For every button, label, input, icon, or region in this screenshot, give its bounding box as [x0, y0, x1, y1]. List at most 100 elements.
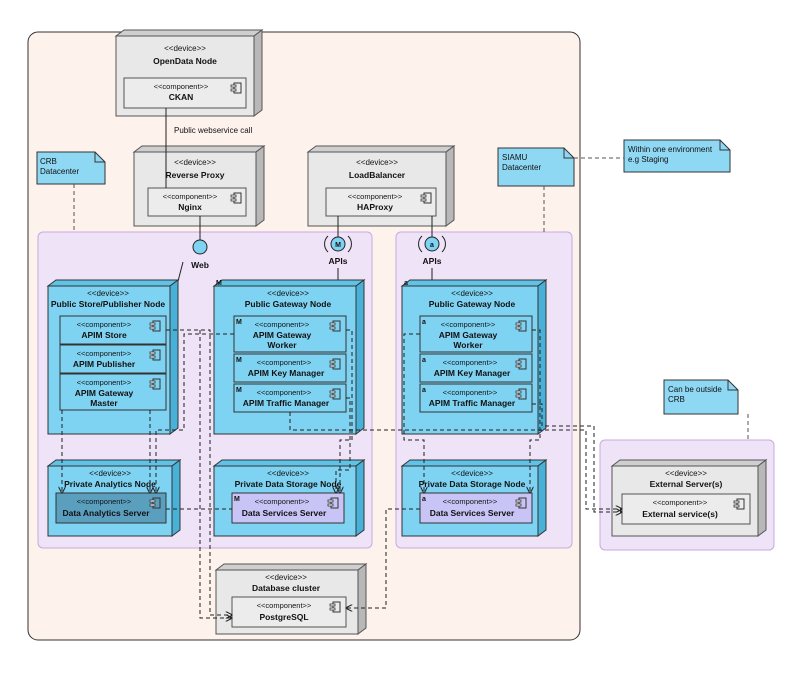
- svg-text:M: M: [234, 496, 240, 503]
- gateway-m-stereotype: <<device>>: [267, 289, 309, 298]
- component-icon: [515, 358, 527, 370]
- nginx-label: Nginx: [178, 202, 202, 212]
- note-crb-line2: Datacenter: [40, 167, 79, 176]
- svg-text:<<component>>: <<component>>: [257, 601, 312, 610]
- gateway-a-name: Public Gateway Node: [429, 299, 516, 309]
- database-cluster-node: <<device>> Database cluster <<component>…: [214, 563, 368, 635]
- note-crb: CRB Datacenter: [36, 151, 106, 185]
- svg-text:<<component>>: <<component>>: [77, 497, 132, 506]
- store-name: Public Store/Publisher Node: [51, 299, 166, 309]
- ckan-component: [123, 77, 247, 109]
- reverse-proxy-node: <<device>> Reverse Proxy <<component>> N…: [132, 145, 266, 227]
- apis-a-mark: a: [430, 242, 434, 249]
- gateway-a-worker-line2: Worker: [453, 340, 483, 350]
- web-interface-label: Web: [191, 260, 209, 270]
- apim-gateway-master-line2: Master: [90, 398, 118, 408]
- component-icon: [149, 497, 161, 509]
- note-env-line1: Within one environment: [628, 145, 713, 154]
- component-icon: [329, 601, 341, 613]
- component-icon: [515, 388, 527, 400]
- note-environment: Within one environment e.g Staging: [623, 139, 731, 173]
- note-siamu-line1: SIAMU: [502, 153, 528, 162]
- gateway-a-traffic-component: [419, 383, 533, 413]
- note-env-line2: e.g Staging: [628, 155, 668, 164]
- svg-text:a: a: [422, 319, 426, 326]
- external-stereotype: <<device>>: [665, 469, 707, 478]
- load-balancer-stereotype: <<device>>: [356, 158, 398, 167]
- ckan-label: CKAN: [169, 92, 194, 102]
- svg-text:<<component>>: <<component>>: [441, 320, 496, 329]
- apim-store-label: APIM Store: [81, 330, 127, 340]
- load-balancer-node: <<device>> LoadBalancer <<component>> HA…: [306, 145, 456, 227]
- component-icon: [149, 320, 161, 332]
- svg-text:<<component>>: <<component>>: [77, 320, 132, 329]
- component-icon: [420, 192, 432, 204]
- gateway-a-worker-line1: APIM Gateway: [439, 330, 498, 340]
- opendata-node: <<device>> OpenData Node <<component>> C…: [114, 29, 264, 117]
- data-services-m-label: Data Services Server: [242, 508, 327, 518]
- component-icon: [329, 388, 341, 400]
- ckan-stereotype: <<component>>: [154, 82, 209, 91]
- svg-text:<<component>>: <<component>>: [257, 388, 312, 397]
- component-icon: [230, 82, 242, 94]
- haproxy-label: HAProxy: [357, 202, 393, 212]
- store-stereotype: <<device>>: [87, 289, 129, 298]
- svg-text:<<component>>: <<component>>: [255, 497, 310, 506]
- nginx-stereotype: <<component>>: [163, 192, 218, 201]
- component-icon: [327, 497, 339, 509]
- gateway-node-m: M <<device>> Public Gateway Node M <<com…: [212, 279, 366, 435]
- gateway-m-worker-line1: APIM Gateway: [253, 330, 312, 340]
- postgresql-component: [231, 596, 347, 628]
- component-icon: [515, 320, 527, 332]
- svg-text:<<component>>: <<component>>: [257, 358, 312, 367]
- haproxy-stereotype: <<component>>: [348, 192, 403, 201]
- store-publisher-node: <<device>> Public Store/Publisher Node <…: [46, 279, 180, 435]
- note-outside-line1: Can be outside: [668, 385, 722, 394]
- svg-text:<<component>>: <<component>>: [443, 358, 498, 367]
- analytics-name: Private Analytics Node: [64, 479, 156, 489]
- web-interface-icon: [192, 239, 208, 255]
- gateway-m-traffic-component: [233, 383, 347, 413]
- apim-gateway-master-line1: APIM Gateway: [75, 388, 134, 398]
- data-analytics-component: [55, 492, 167, 524]
- webservice-call-label: Public webservice call: [174, 126, 252, 135]
- gateway-a-keymanager-component: [419, 353, 533, 383]
- svg-text:<<component>>: <<component>>: [653, 498, 708, 507]
- note-siamu-line2: Datacenter: [502, 163, 541, 172]
- data-services-m-component: [231, 492, 345, 524]
- note-siamu: SIAMU Datacenter: [497, 147, 575, 187]
- gateway-a-worker-component: [419, 315, 533, 353]
- opendata-stereotype: <<device>>: [164, 44, 206, 53]
- apim-publisher-component: [59, 344, 167, 374]
- gateway-m-corner-mark: M: [216, 280, 222, 287]
- opendata-name: OpenData Node: [153, 56, 217, 66]
- external-server-node: <<device>> External Server(s) <<componen…: [610, 459, 768, 537]
- load-balancer-name: LoadBalancer: [349, 170, 406, 180]
- svg-text:a: a: [422, 387, 426, 394]
- data-analytics-label: Data Analytics Server: [62, 508, 150, 518]
- svg-text:M: M: [236, 357, 242, 364]
- storage-m-stereotype: <<device>>: [267, 469, 309, 478]
- storage-node-m: <<device>> Private Data Storage Node M <…: [212, 459, 366, 537]
- svg-text:a: a: [422, 357, 426, 364]
- apis-a-interface-icon: [418, 235, 446, 253]
- storage-m-name: Private Data Storage Node: [235, 479, 342, 489]
- note-outside-line2: CRB: [668, 395, 685, 404]
- gateway-m-traffic-label: APIM Traffic Manager: [243, 398, 330, 408]
- gateway-m-keymanager-label: APIM Key Manager: [248, 368, 325, 378]
- analytics-node: <<device>> Private Analytics Node <<comp…: [46, 459, 182, 537]
- component-icon: [149, 378, 161, 390]
- svg-text:<<component>>: <<component>>: [443, 388, 498, 397]
- database-name: Database cluster: [252, 583, 321, 593]
- gateway-m-name: Public Gateway Node: [245, 299, 332, 309]
- gateway-a-keymanager-label: APIM Key Manager: [434, 368, 511, 378]
- postgresql-label: PostgreSQL: [259, 612, 308, 622]
- svg-text:<<component>>: <<component>>: [443, 497, 498, 506]
- gateway-m-worker-component: [233, 315, 347, 353]
- gateway-a-stereotype: <<device>>: [451, 289, 493, 298]
- svg-text:<<component>>: <<component>>: [255, 320, 310, 329]
- data-services-a-label: Data Services Server: [430, 508, 515, 518]
- gateway-m-keymanager-component: [233, 353, 347, 383]
- gateway-a-traffic-label: APIM Traffic Manager: [429, 398, 516, 408]
